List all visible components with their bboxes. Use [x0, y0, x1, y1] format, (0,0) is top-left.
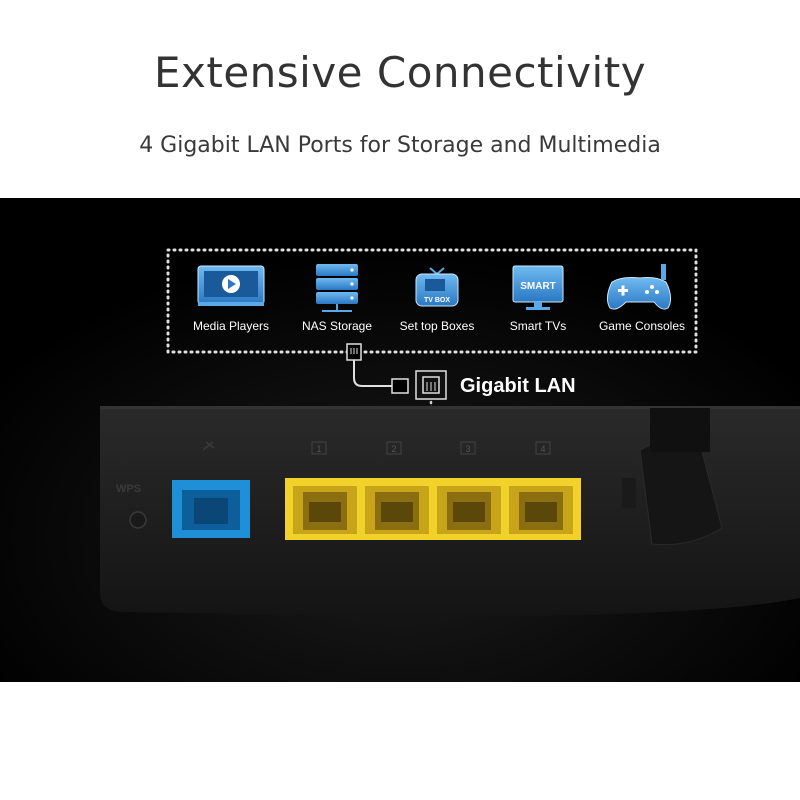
lan-port-socket: [509, 486, 573, 534]
page-subtitle: 4 Gigabit LAN Ports for Storage and Mult…: [139, 133, 661, 158]
lan-port-socket: [365, 486, 429, 534]
router-photo: TV BOX SMART Media Players NAS Storage S…: [0, 198, 800, 682]
smart-tv-icon: SMART: [512, 265, 564, 310]
device-label: NAS Storage: [302, 319, 372, 333]
tv-box-icon-text: TV BOX: [424, 297, 450, 304]
lan-ports: [285, 478, 581, 540]
ethernet-cable-icon: [346, 343, 409, 394]
page-title: Extensive Connectivity: [153, 48, 647, 97]
smart-tv-icon-text: SMART: [520, 281, 556, 292]
media-player-icon: [197, 265, 265, 306]
tv-box-icon: TV BOX: [415, 267, 459, 307]
lan-port-socket: [293, 486, 357, 534]
port-numbers: 1 2 3 4: [311, 441, 551, 455]
wps-button: [129, 511, 147, 529]
wps-label: WPS: [116, 483, 141, 495]
wan-globe-icon: [202, 441, 215, 451]
port-number: 3: [465, 444, 470, 454]
wan-port: [172, 480, 250, 538]
game-controller-icon: [606, 264, 672, 310]
device-label: Media Players: [193, 319, 269, 333]
device-label: Game Consoles: [599, 319, 685, 333]
device-box: [166, 248, 698, 354]
port-number: 4: [540, 444, 545, 454]
nas-storage-icon: [316, 264, 358, 312]
lan-port-socket: [437, 486, 501, 534]
lan-port-icon: [415, 370, 447, 400]
device-label: Smart TVs: [510, 319, 566, 333]
gigabit-lan-label: Gigabit LAN: [460, 375, 576, 397]
device-label: Set top Boxes: [400, 319, 475, 333]
port-number: 1: [316, 444, 321, 454]
antenna: [622, 408, 723, 546]
port-number: 2: [391, 444, 396, 454]
